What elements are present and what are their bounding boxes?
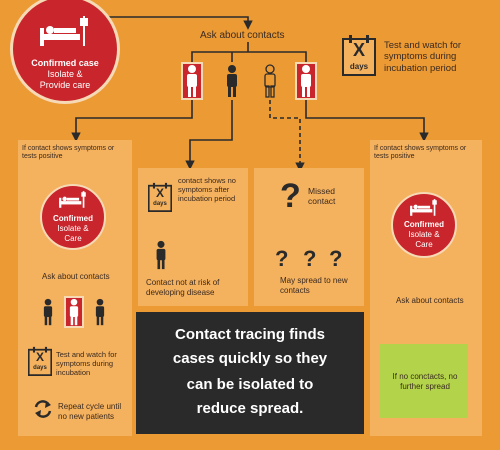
confirmed-case-circle xyxy=(10,0,120,104)
missed-contact-text: Missed contact xyxy=(308,186,336,207)
mid-calendar-icon xyxy=(147,182,173,213)
right-confirmed-title: Confirmed xyxy=(404,220,444,229)
left-contact-figure-positive xyxy=(64,296,84,328)
calendar-icon xyxy=(342,34,376,76)
right-trigger-text: If contact shows symptoms or tests posit… xyxy=(374,145,467,161)
banner-line-3: can be isolated to xyxy=(186,376,314,393)
repeat-cycle-icon xyxy=(32,398,54,420)
contact-figure-no-symptoms xyxy=(223,64,241,98)
calendar-days: days xyxy=(349,62,369,71)
left-test-watch: Test and watch for symptoms during incub… xyxy=(56,350,117,377)
left-hospital-bed-icon xyxy=(58,190,88,210)
contact-figure-positive-left xyxy=(181,62,203,100)
summary-banner xyxy=(136,312,364,434)
mid-calendar-days: days xyxy=(153,201,167,207)
top-test-watch-label: Test and watch for symptoms during incub… xyxy=(384,40,462,74)
mid-no-symptoms-text: contact shows no symptoms after incubati… xyxy=(178,176,236,203)
spread-question-1: ? xyxy=(275,246,289,271)
banner-line-1: Contact tracing finds xyxy=(174,326,325,343)
may-spread-text: May spread to new contacts xyxy=(280,276,348,295)
spread-question-2: ? xyxy=(303,246,317,271)
mid-calendar-x: X xyxy=(155,186,164,200)
top-ask-contacts-label: Ask about contacts xyxy=(200,30,285,41)
banner-line-4: reduce spread. xyxy=(196,400,304,417)
confirmed-case-title: Confirmed case xyxy=(31,58,99,68)
right-ask-contacts: Ask about contacts xyxy=(396,296,464,305)
left-trigger-text: If contact shows symptoms or tests posit… xyxy=(22,145,115,161)
left-calendar-icon xyxy=(27,346,53,376)
right-confirmed-circle xyxy=(391,192,457,258)
mid-contact-figure xyxy=(153,240,169,270)
left-ask-contacts: Ask about contacts xyxy=(42,272,110,281)
left-confirmed-circle xyxy=(40,184,106,250)
confirmed-case-line2: Provide care xyxy=(39,80,91,90)
left-repeat-text: Repeat cycle until no new patients xyxy=(58,402,122,421)
right-confirmed-line2: Care xyxy=(415,240,433,249)
left-calendar-x: X xyxy=(35,350,44,364)
right-confirmed-line1: Isolate & xyxy=(408,230,440,239)
contact-figure-positive-right xyxy=(295,62,317,100)
contact-figure-missed xyxy=(261,64,279,98)
left-contact-figure-1 xyxy=(40,298,56,326)
mid-right-panel xyxy=(254,168,364,306)
missed-question-mark: ? xyxy=(280,177,301,215)
confirmed-case-line1: Isolate & xyxy=(47,69,83,79)
hospital-bed-icon xyxy=(38,14,92,50)
banner-line-2: cases quickly so they xyxy=(172,350,328,367)
left-calendar-days: days xyxy=(33,365,47,371)
left-confirmed-title: Confirmed xyxy=(53,214,93,223)
calendar-x: X xyxy=(352,40,365,60)
left-contact-figure-3 xyxy=(92,298,108,326)
no-further-spread-box xyxy=(380,344,468,418)
left-confirmed-line1: Isolate & xyxy=(57,224,89,233)
right-hospital-bed-icon xyxy=(409,198,439,218)
mid-not-at-risk-text: Contact not at risk of developing diseas… xyxy=(146,278,220,297)
left-confirmed-line2: Care xyxy=(64,234,82,243)
no-contacts-text: If no conctacts, no further spread xyxy=(392,372,458,391)
spread-question-3: ? xyxy=(329,246,343,271)
